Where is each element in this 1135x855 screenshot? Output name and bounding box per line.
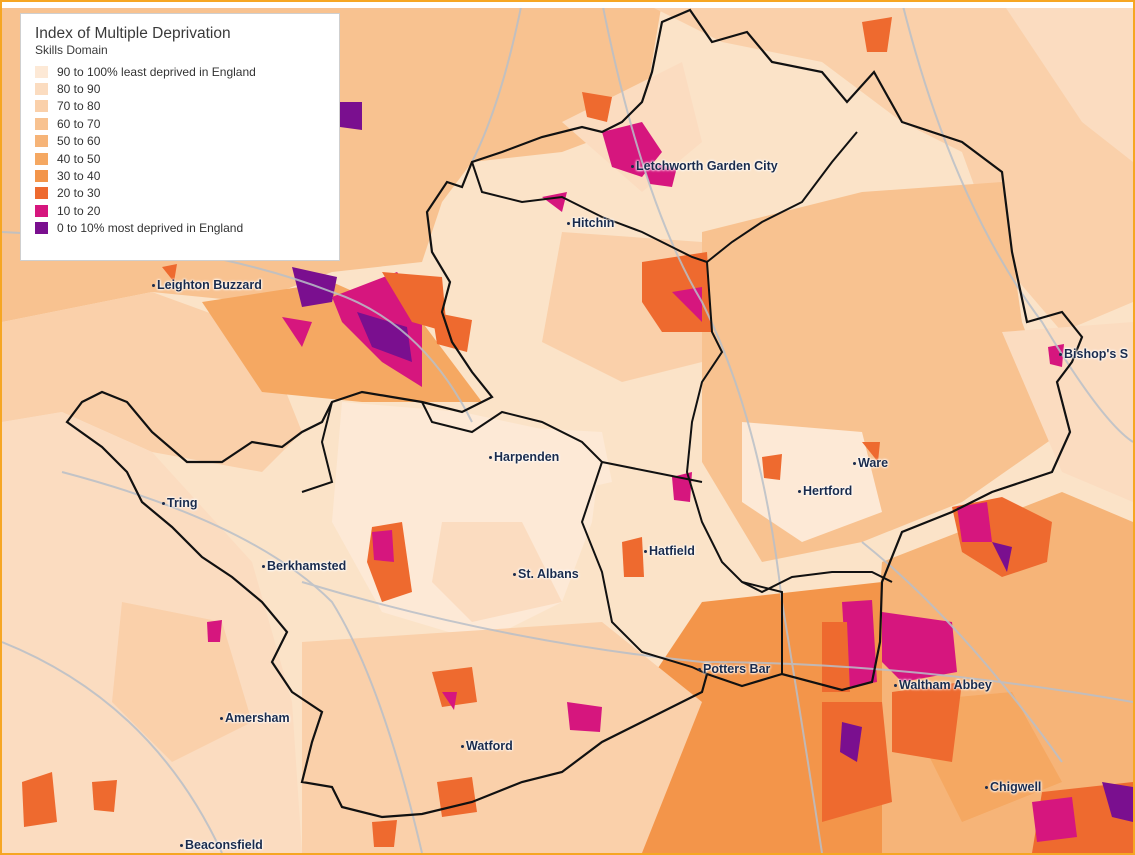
legend-swatch xyxy=(35,100,48,113)
legend-item: 70 to 80 xyxy=(35,98,327,115)
legend-swatch xyxy=(35,152,48,165)
legend-label: 80 to 90 xyxy=(57,82,101,97)
legend-item: 0 to 10% most deprived in England xyxy=(35,220,327,237)
place-marker xyxy=(853,462,856,466)
legend-swatch xyxy=(35,83,48,96)
legend-item: 80 to 90 xyxy=(35,80,327,97)
legend-swatch xyxy=(35,222,48,235)
legend-label: 50 to 60 xyxy=(57,134,101,149)
place-marker xyxy=(894,684,897,688)
place-marker xyxy=(1059,353,1062,357)
place-label-potters-bar: Potters Bar xyxy=(698,662,770,676)
place-marker xyxy=(985,786,988,790)
legend-item: 40 to 50 xyxy=(35,150,327,167)
place-marker xyxy=(220,717,223,721)
place-marker xyxy=(698,668,701,672)
place-label-letchworth: Letchworth Garden City xyxy=(631,159,778,173)
place-marker xyxy=(262,565,265,569)
legend-swatch xyxy=(35,117,48,130)
place-label-hertford: Hertford xyxy=(798,484,852,498)
legend-item: 50 to 60 xyxy=(35,133,327,150)
place-label-waltham-abbey: Waltham Abbey xyxy=(894,678,992,692)
top-strip xyxy=(2,2,1133,8)
place-marker xyxy=(798,490,801,494)
place-marker xyxy=(180,844,183,848)
legend-item: 30 to 40 xyxy=(35,167,327,184)
place-marker xyxy=(152,284,155,288)
place-label-leighton-buzzard: Leighton Buzzard xyxy=(152,278,262,292)
legend-label: 60 to 70 xyxy=(57,116,101,131)
place-label-harpenden: Harpenden xyxy=(489,450,559,464)
deprivation-hotspots xyxy=(22,17,1133,853)
legend-swatch xyxy=(35,187,48,200)
place-label-watford: Watford xyxy=(461,739,513,753)
place-marker xyxy=(631,165,634,169)
legend-swatch xyxy=(35,170,48,183)
legend-label: 30 to 40 xyxy=(57,169,101,184)
legend-items: 90 to 100% least deprived in England 80 t… xyxy=(35,63,327,237)
legend-item: 20 to 30 xyxy=(35,185,327,202)
place-label-bishops: Bishop's S xyxy=(1059,347,1128,361)
legend-swatch xyxy=(35,65,48,78)
place-label-hitchin: Hitchin xyxy=(567,216,614,230)
place-label-berkhamsted: Berkhamsted xyxy=(262,559,346,573)
place-marker xyxy=(513,573,516,577)
place-marker xyxy=(461,745,464,749)
legend-item: 60 to 70 xyxy=(35,115,327,132)
place-label-ware: Ware xyxy=(853,456,888,470)
legend-label: 0 to 10% most deprived in England xyxy=(57,221,244,236)
place-label-chigwell: Chigwell xyxy=(985,780,1041,794)
legend-label: 90 to 100% least deprived in England xyxy=(57,64,256,79)
place-label-hatfield: Hatfield xyxy=(644,544,695,558)
legend-label: 10 to 20 xyxy=(57,203,101,218)
place-marker xyxy=(162,502,165,506)
legend-item: 10 to 20 xyxy=(35,202,327,219)
legend-swatch xyxy=(35,135,48,148)
district-boundaries xyxy=(301,131,893,675)
place-label-amersham: Amersham xyxy=(220,711,290,725)
legend-label: 40 to 50 xyxy=(57,151,101,166)
place-marker xyxy=(489,456,492,460)
legend-swatch xyxy=(35,204,48,217)
legend-item: 90 to 100% least deprived in England xyxy=(35,63,327,80)
legend-title: Index of Multiple Deprivation xyxy=(35,25,231,42)
legend-subtitle: Skills Domain xyxy=(35,43,108,57)
county-boundary xyxy=(65,8,1084,819)
place-label-beaconsfield: Beaconsfield xyxy=(180,838,263,852)
place-marker xyxy=(567,222,570,226)
map-legend: Index of Multiple Deprivation Skills Dom… xyxy=(20,13,340,261)
place-marker xyxy=(644,550,647,554)
place-label-st-albans: St. Albans xyxy=(513,567,579,581)
legend-label: 70 to 80 xyxy=(57,99,101,114)
legend-label: 20 to 30 xyxy=(57,186,101,201)
place-label-tring: Tring xyxy=(162,496,198,510)
